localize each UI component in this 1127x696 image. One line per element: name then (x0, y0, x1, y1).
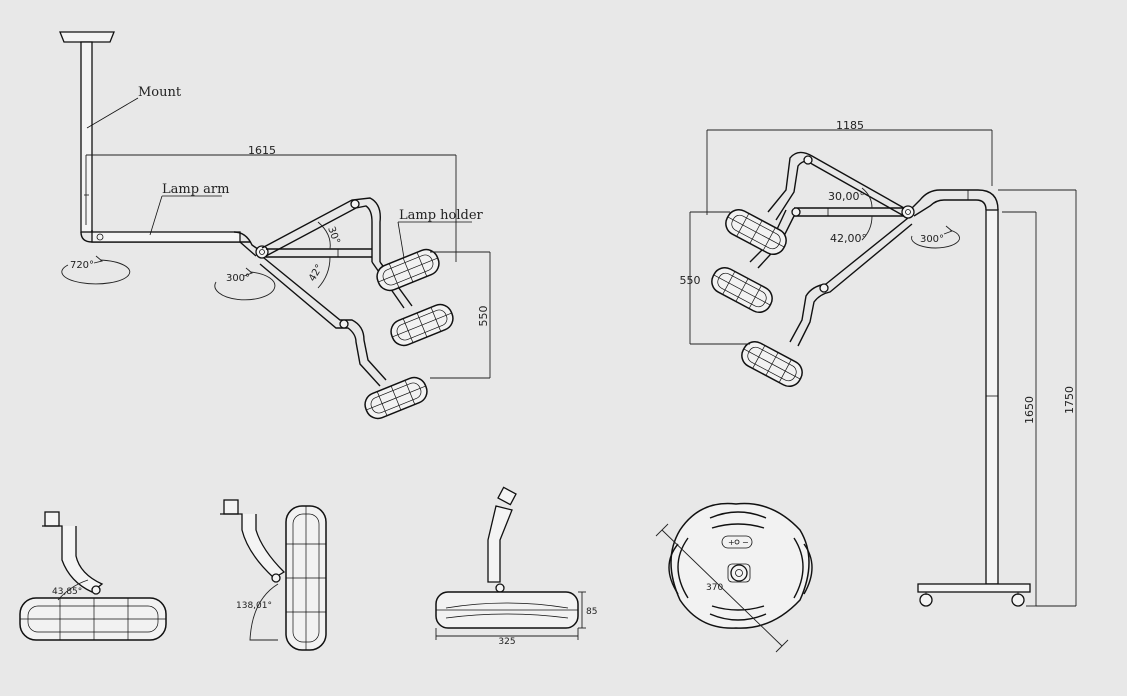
lamp-head-lower (360, 373, 432, 423)
dim-floor-total-height: 1750 (1063, 386, 1076, 414)
control-panel (721, 535, 753, 549)
dim-ceiling-height: 550 (477, 306, 490, 327)
lamp-arm (91, 231, 241, 243)
lamp-head-middle (386, 300, 458, 350)
angle-floor-lower: 42,00° (830, 232, 867, 245)
power-icon (734, 539, 740, 545)
dim-floor-width: 1185 (836, 119, 864, 132)
plus-icon: + (728, 538, 735, 547)
angle-floor-upper: 30,00° (828, 190, 865, 203)
dim-head-height: 85 (586, 607, 597, 617)
label-lamp-arm: Lamp arm (162, 182, 229, 197)
caster-right (1011, 593, 1025, 607)
label-lamp-holder: Lamp holder (399, 208, 484, 223)
stand-base (917, 583, 1031, 593)
rot-arm: 300° (226, 273, 250, 284)
rot-floor: 300° (920, 234, 944, 245)
dim-head-width: 325 (498, 637, 515, 647)
angle-ceiling-lower: 42° (307, 263, 325, 284)
label-mount: Mount (138, 85, 182, 100)
dim-floor-arm-height: 1650 (1023, 396, 1036, 424)
detail-tilted-view: 138,01° (220, 499, 327, 651)
tilt-b: 138,01° (236, 601, 272, 611)
arm-joint (255, 245, 269, 259)
center-handle (730, 564, 748, 582)
floor-stand-diagram: 1185 550 30,00° 42,00° 300° 1650 1750 (680, 119, 1077, 607)
dim-floor-reach: 550 (680, 274, 701, 287)
dim-head-radius: 370 (706, 583, 723, 593)
lamp-head-upper (372, 245, 444, 295)
ceiling-mount-diagram: 1615 550 30° 42° 720° 300° Mount Lamp ar… (59, 31, 491, 423)
detail-front-view: 85 325 (435, 486, 597, 647)
minus-icon: − (742, 538, 749, 547)
mount-plate (59, 31, 115, 43)
angle-ceiling-upper: 30° (325, 225, 341, 245)
dim-ceiling-width: 1615 (248, 144, 276, 157)
detail-side-view: 43,85° (19, 511, 167, 641)
stand-column (985, 209, 999, 585)
rot-mount: 720° (70, 260, 94, 271)
caster-left (919, 593, 933, 607)
stand-lamp-lower (736, 336, 808, 392)
mount-pole (80, 41, 93, 233)
detail-top-view: + − 370 (655, 502, 813, 653)
stand-lamp-middle (706, 262, 778, 318)
tilt-a: 43,85° (52, 587, 82, 597)
